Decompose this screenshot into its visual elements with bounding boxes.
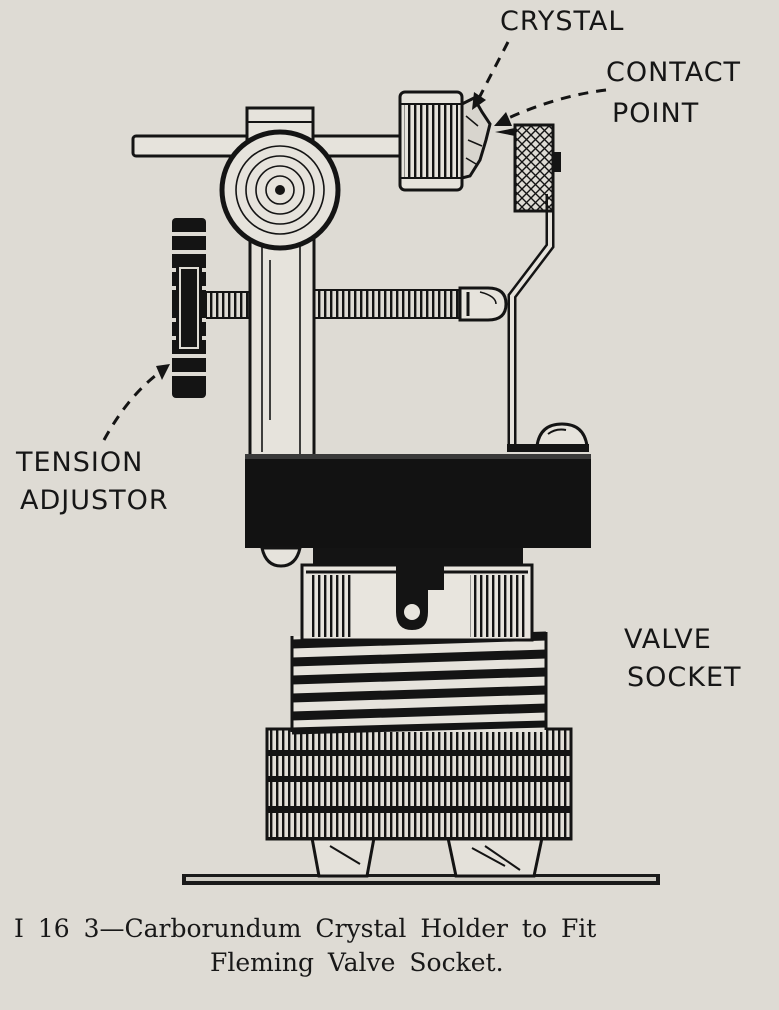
socket-feet <box>310 836 544 878</box>
tension-screw <box>205 286 508 322</box>
leader-crystal <box>472 41 510 110</box>
label-contact-line1: CONTACT <box>606 57 742 88</box>
contact-point <box>495 123 561 213</box>
crystal-cup <box>398 90 464 192</box>
socket-thread <box>290 631 548 735</box>
leader-tension-adjustor <box>102 364 170 441</box>
leader-contact-point <box>494 88 607 126</box>
caption-line2: Fleming Valve Socket. <box>210 948 504 977</box>
pillar <box>248 230 316 462</box>
socket-collar <box>265 727 573 841</box>
spring-arm <box>507 194 589 452</box>
swivel-joint <box>219 129 341 251</box>
label-crystal: CRYSTAL <box>500 6 625 37</box>
crystal <box>460 96 492 180</box>
socket-upper <box>300 546 534 642</box>
tension-knob <box>172 218 206 398</box>
ebonite-block <box>245 454 591 548</box>
base-plate <box>182 874 660 885</box>
label-tension-line1: TENSION <box>16 447 144 478</box>
caption-line1: I 16 3—Carborundum Crystal Holder to Fit <box>14 914 597 943</box>
label-contact-line2: POINT <box>612 98 700 129</box>
label-tension-line2: ADJUSTOR <box>20 485 169 516</box>
screw-heads <box>260 422 589 568</box>
label-valve-line2: SOCKET <box>627 662 742 693</box>
label-valve-line1: VALVE <box>624 624 712 655</box>
